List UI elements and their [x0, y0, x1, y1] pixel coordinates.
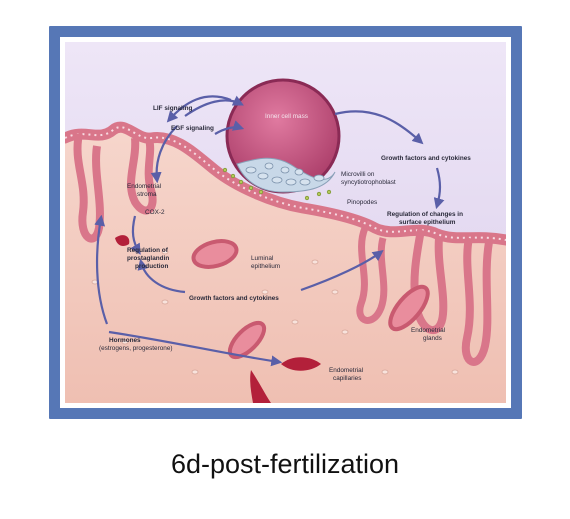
arrow-cox2 — [130, 215, 141, 255]
label-microvilli-2: syncytiotrophoblast — [341, 179, 396, 186]
luminal-epithelium-layer — [65, 121, 506, 246]
label-inner-cell-mass: Inner cell mass — [265, 113, 308, 120]
label-capillaries-1: Endometrial — [329, 367, 363, 374]
label-growth-factors-top: Growth factors and cytokines — [381, 155, 471, 162]
label-lif-signaling: LIF signaling — [153, 105, 193, 112]
trophoblast-cells — [245, 162, 325, 186]
arrow-hormones — [108, 330, 283, 367]
label-microvilli-1: Microvilli on — [341, 171, 375, 178]
label-endometrial-stroma-2: stroma — [137, 191, 157, 198]
label-cox2: COX-2 — [145, 209, 165, 216]
endometrial-gland-b — [227, 320, 267, 360]
label-regulation-changes-2: surface epithelium — [399, 219, 456, 226]
arrow-egf — [214, 120, 245, 135]
endometrial-capillary-3 — [115, 235, 130, 246]
right-gland-2 — [461, 237, 493, 366]
arrow-lif-to-blastocyst — [184, 95, 244, 117]
label-luminal-2: epithelium — [251, 263, 280, 270]
label-endometrial-glands-1: Endometrial — [411, 327, 445, 334]
inner-cell-mass-region — [236, 157, 336, 193]
left-gland-2 — [127, 137, 157, 215]
pinopodes-dots — [222, 167, 332, 201]
label-regulation-pg-1: Regulation of — [127, 247, 169, 254]
right-gland-3 — [356, 226, 388, 324]
label-luminal-1: Luminal — [251, 255, 273, 262]
arrow-lif-down — [150, 125, 178, 184]
arrow-blastocyst-growth-top — [334, 110, 424, 145]
left-gland-1 — [73, 133, 104, 243]
endometrial-gland-a — [191, 239, 239, 269]
endometrial-gland-c — [388, 284, 430, 332]
figure-caption: 6d-post-fertilization — [170, 449, 400, 479]
label-growth-factors-mid: Growth factors and cytokines — [189, 295, 279, 302]
label-endometrial-stroma-1: Endometrial — [127, 183, 161, 190]
label-regulation-pg-3: production — [135, 263, 168, 270]
label-capillaries-2: capillaries — [333, 375, 361, 382]
endometrial-stroma-area — [65, 127, 506, 403]
label-egf-signaling: EGF signaling — [171, 125, 214, 132]
arrow-hormones-up — [94, 214, 109, 325]
arrow-growth-mid-right — [300, 250, 384, 292]
label-regulation-changes-1: Regulation of changes in — [387, 211, 463, 218]
signaling-arrows — [94, 95, 445, 367]
label-endometrial-glands-2: glands — [423, 335, 442, 342]
arrow-blastocyst-to-lif — [166, 95, 232, 123]
arrow-growth-mid-left — [137, 258, 186, 294]
label-pinopodes: Pinopodes — [347, 199, 377, 206]
label-regulation-pg-2: prostaglandin — [127, 255, 169, 262]
endometrial-capillary-2 — [250, 370, 271, 403]
right-gland-1 — [410, 229, 448, 335]
label-hormones-2: (estrogens, progesterone) — [99, 345, 173, 352]
endometrial-capillary-1 — [281, 357, 321, 371]
label-hormones-1: Hormones — [109, 337, 141, 344]
arrow-to-surface-regulation — [433, 167, 445, 210]
stromal-cells — [91, 249, 459, 375]
implantation-illustration: LIF signaling EGF signaling Inner cell m… — [65, 42, 506, 403]
